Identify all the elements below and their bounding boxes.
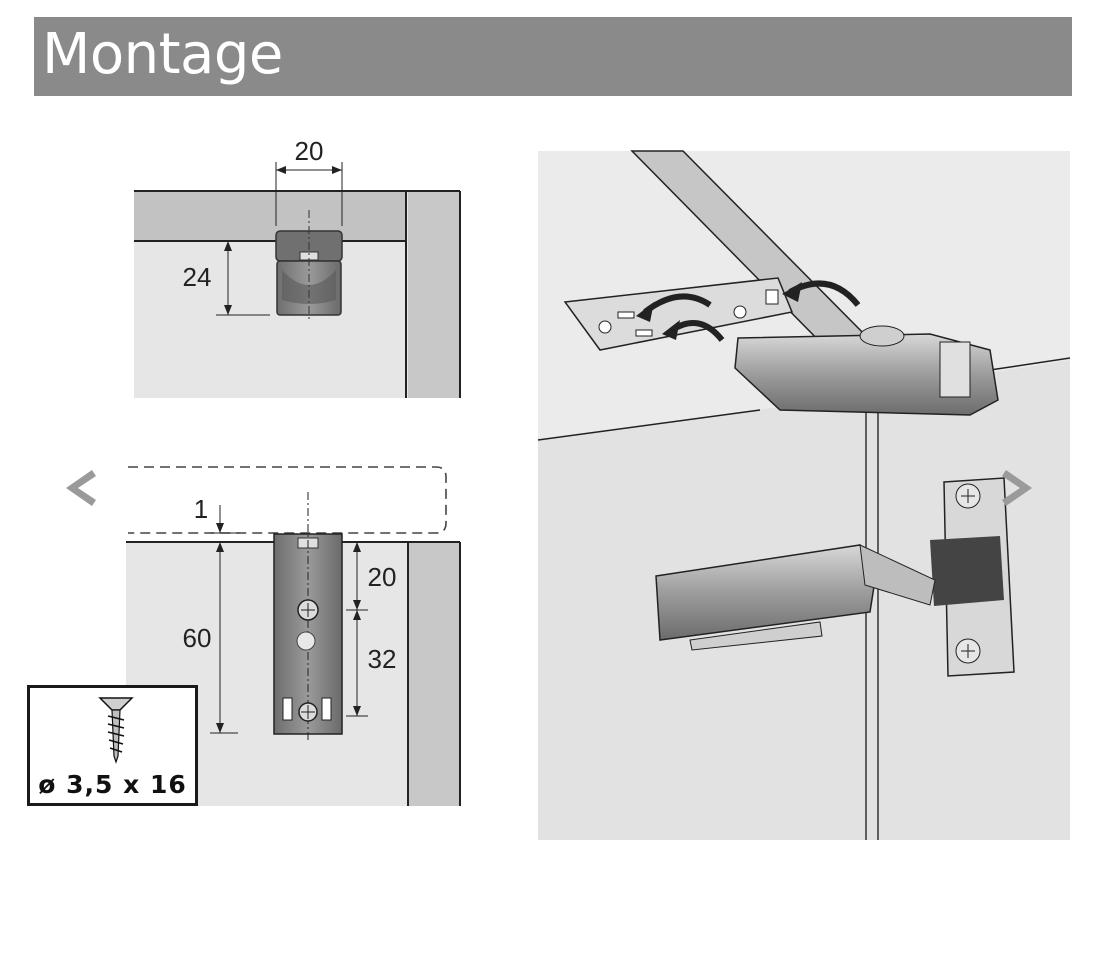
total-dimension-label: 60 [183,623,212,653]
spacing-dimension-label: 32 [368,644,397,674]
bottom-mounting-plate [273,492,343,740]
installation-illustration [537,150,1071,840]
gap-dimension-label: 1 [194,494,208,524]
top-width-label: 20 [295,136,324,166]
top-height-dimension [216,241,270,316]
chevron-left-icon[interactable] [66,470,96,506]
bottom-dimensions [210,505,368,734]
top-cabinet-panel [134,190,461,398]
chevron-right-icon[interactable] [1002,470,1032,506]
top-height-label: 24 [183,262,212,292]
screw-icon [98,697,134,764]
screw-spec-box: ø 3,5 x 16 [27,685,198,806]
page-header: Montage [34,17,1072,96]
screw-size-label: ø 3,5 x 16 [38,770,187,799]
top-mounting-plate [275,210,343,320]
upper-dimension-label: 20 [368,562,397,592]
door-outline-dashed [128,466,447,534]
top-width-dimension [275,162,343,226]
page-title: Montage [42,22,283,87]
